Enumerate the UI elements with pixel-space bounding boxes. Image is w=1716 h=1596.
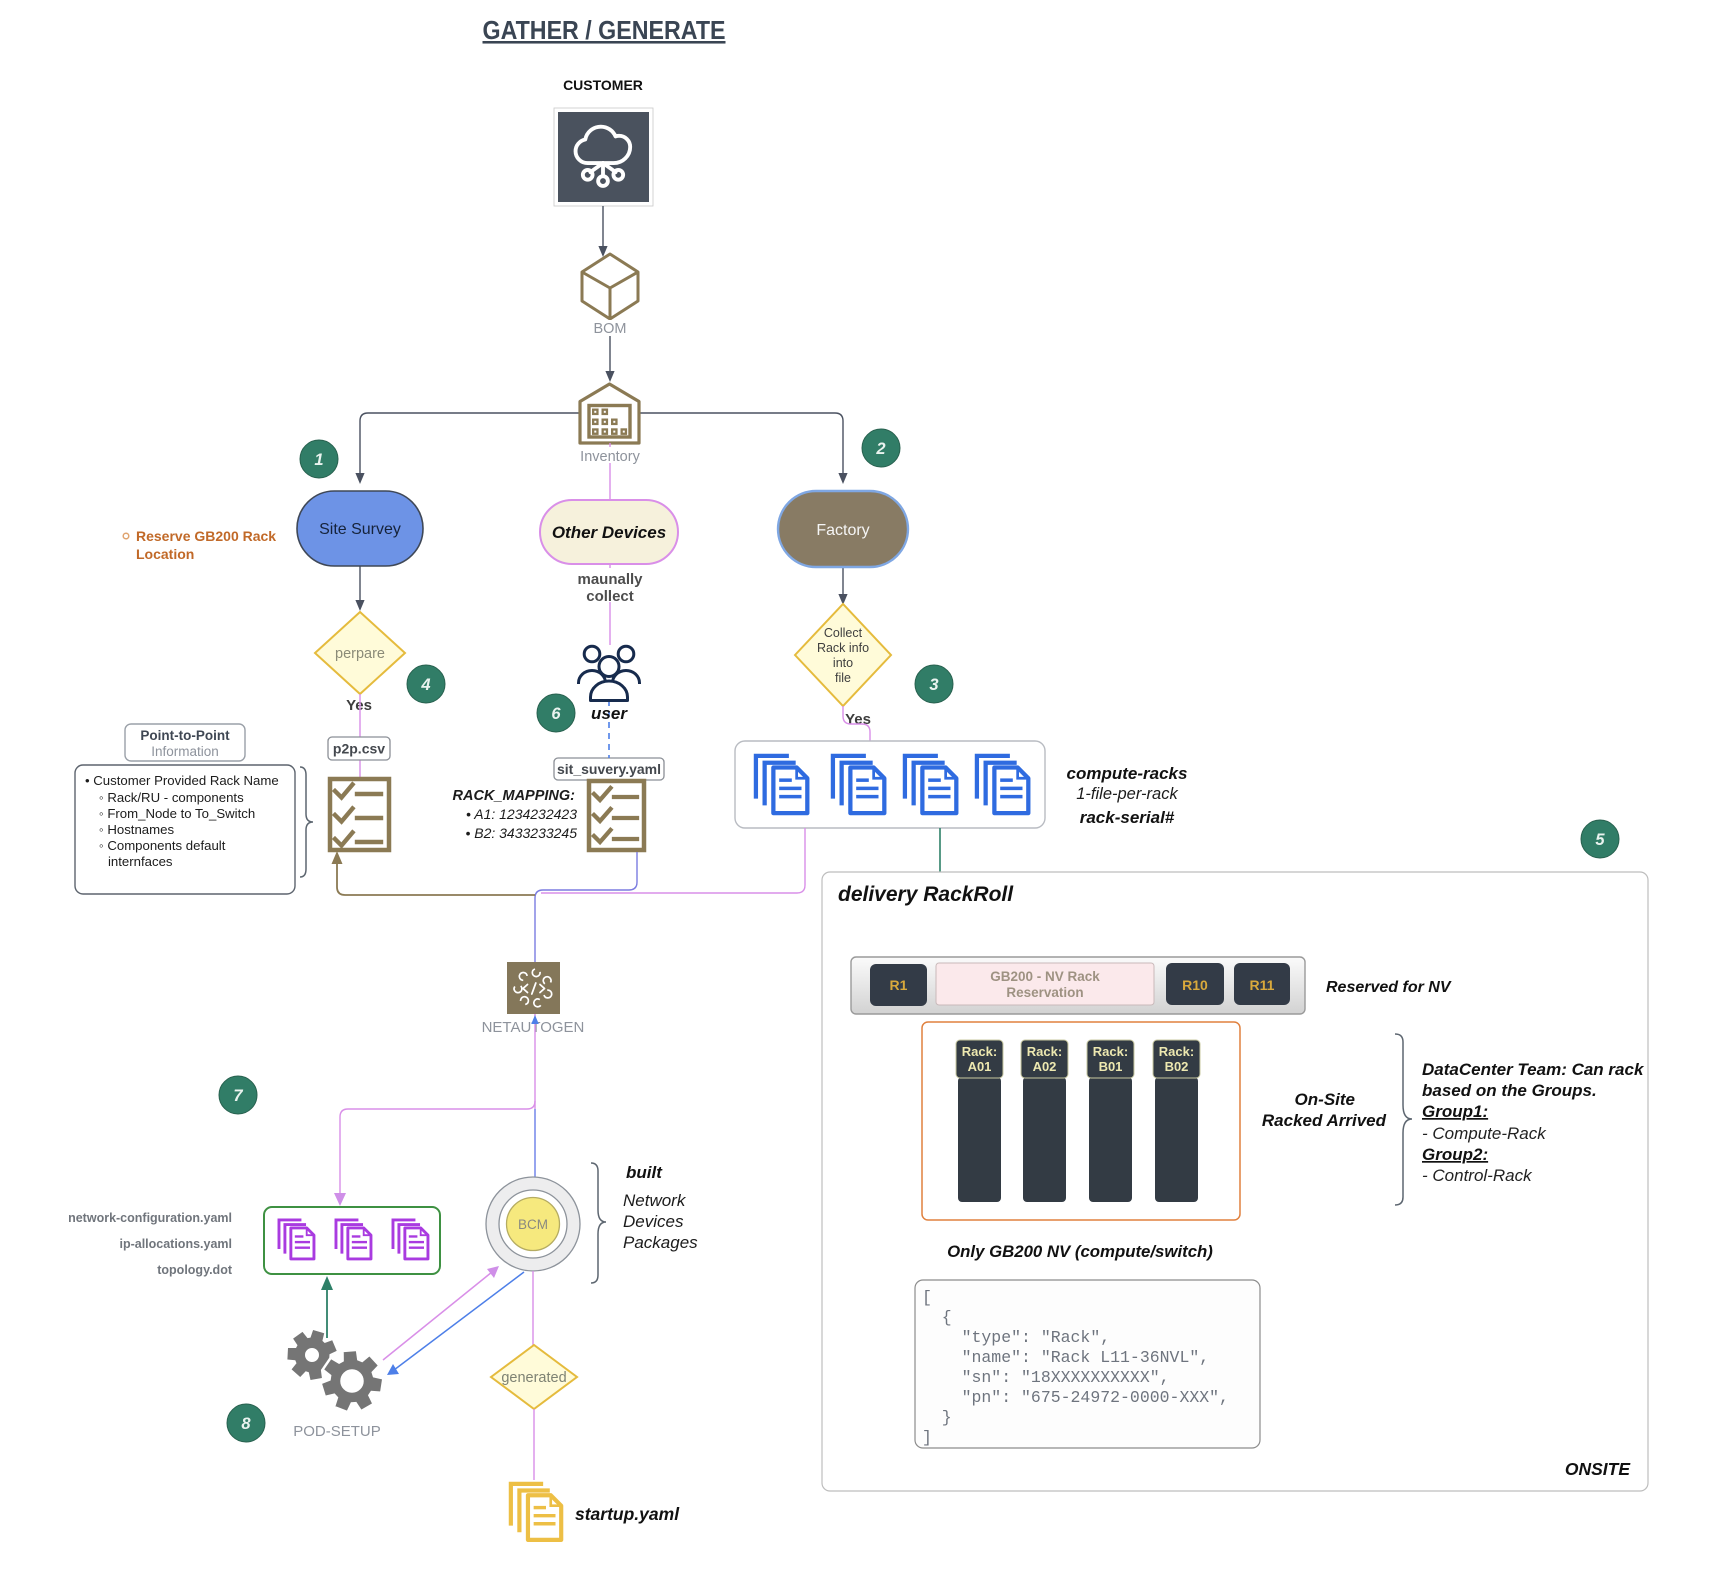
svg-text:"sn": "18XXXXXXXXXX",: "sn": "18XXXXXXXXXX",	[922, 1368, 1170, 1387]
svg-text:Collect: Collect	[824, 626, 863, 640]
svg-text:• Customer Provided Rack Name: • Customer Provided Rack Name	[85, 773, 279, 788]
svg-text:}: }	[922, 1408, 952, 1427]
svg-text:◦ Hostnames: ◦ Hostnames	[99, 822, 174, 837]
svg-text:generated: generated	[501, 1370, 566, 1386]
svg-text:rack-serial#: rack-serial#	[1080, 808, 1175, 827]
svg-text:On-Site: On-Site	[1295, 1090, 1355, 1109]
svg-text:Rack:: Rack:	[1093, 1044, 1128, 1059]
svg-text:Devices: Devices	[623, 1212, 684, 1231]
svg-text:ONSITE: ONSITE	[1565, 1459, 1631, 1479]
svg-text:Rack:: Rack:	[962, 1044, 997, 1059]
svg-text:Location: Location	[136, 546, 194, 562]
svg-text:ip-allocations.yaml: ip-allocations.yaml	[119, 1237, 232, 1251]
svg-text:Reserved for NV: Reserved for NV	[1326, 979, 1452, 996]
svg-text:POD-SETUP: POD-SETUP	[293, 1423, 381, 1440]
svg-text:Other Devices: Other Devices	[552, 523, 666, 542]
svg-text:Rack:: Rack:	[1027, 1044, 1062, 1059]
svg-text:topology.dot: topology.dot	[157, 1263, 233, 1277]
svg-text:- Compute-Rack: - Compute-Rack	[1422, 1124, 1547, 1143]
svg-text:internfaces: internfaces	[108, 854, 173, 869]
svg-text:Information: Information	[151, 744, 219, 759]
svg-text:R10: R10	[1182, 977, 1208, 993]
svg-text:Site Survey: Site Survey	[319, 521, 401, 538]
svg-text:Network: Network	[623, 1191, 687, 1210]
svg-text:- Control-Rack: - Control-Rack	[1422, 1166, 1533, 1185]
svg-text:maunally: maunally	[577, 571, 643, 588]
svg-text:]: ]	[922, 1428, 932, 1447]
svg-text:CUSTOMER: CUSTOMER	[563, 77, 643, 93]
svg-text:R1: R1	[890, 977, 908, 993]
svg-text:GB200 - NV Rack: GB200 - NV Rack	[990, 969, 1100, 984]
svg-text:Group1:: Group1:	[1422, 1102, 1488, 1121]
svg-text:"name": "Rack L11-36NVL",: "name": "Rack L11-36NVL",	[922, 1348, 1209, 1367]
svg-text:B01: B01	[1099, 1059, 1123, 1074]
svg-text:built: built	[626, 1163, 663, 1182]
svg-text:Rack info: Rack info	[817, 641, 869, 655]
svg-text:collect: collect	[586, 588, 634, 605]
svg-text:Reservation: Reservation	[1006, 985, 1083, 1000]
svg-text:Reserve GB200 Rack: Reserve GB200 Rack	[136, 528, 276, 544]
svg-text:3: 3	[929, 676, 938, 694]
svg-text:Rack:: Rack:	[1159, 1044, 1194, 1059]
svg-text:• A1: 1234232423: • A1: 1234232423	[466, 806, 577, 822]
svg-text:"type": "Rack",: "type": "Rack",	[922, 1328, 1110, 1347]
svg-text:RACK_MAPPING:: RACK_MAPPING:	[453, 788, 576, 804]
svg-text:NETAUTOGEN: NETAUTOGEN	[482, 1019, 585, 1036]
svg-text:◦ From_Node to To_Switch: ◦ From_Node to To_Switch	[99, 806, 255, 821]
svg-text:6: 6	[551, 705, 561, 723]
svg-text:startup.yaml: startup.yaml	[575, 1504, 680, 1524]
svg-text:into: into	[833, 656, 853, 670]
svg-text:• B2: 3433233245: • B2: 3433233245	[465, 825, 577, 841]
svg-text:A01: A01	[968, 1059, 992, 1074]
svg-text:BCM: BCM	[518, 1217, 548, 1232]
svg-text:based on the Groups.: based on the Groups.	[1422, 1081, 1597, 1100]
svg-text:◦ Rack/RU - components: ◦ Rack/RU - components	[99, 790, 244, 805]
svg-text:network-configuration.yaml: network-configuration.yaml	[68, 1211, 232, 1225]
svg-text:user: user	[591, 704, 628, 723]
svg-text:{: {	[922, 1308, 952, 1327]
svg-text:R11: R11	[1250, 977, 1275, 993]
svg-text:Racked Arrived: Racked Arrived	[1262, 1111, 1387, 1130]
svg-text:DataCenter Team: Can rack: DataCenter Team: Can rack	[1422, 1060, 1645, 1079]
svg-text:sit_suvery.yaml: sit_suvery.yaml	[557, 761, 661, 777]
svg-text:7: 7	[233, 1087, 243, 1105]
svg-text:file: file	[835, 671, 851, 685]
svg-text:1-file-per-rack: 1-file-per-rack	[1076, 785, 1178, 803]
svg-text:BOM: BOM	[593, 321, 626, 337]
svg-text:[: [	[922, 1288, 932, 1307]
svg-text:8: 8	[241, 1415, 251, 1433]
svg-text:compute-racks: compute-racks	[1067, 764, 1188, 783]
svg-text:"pn": "675-24972-0000-XXX",: "pn": "675-24972-0000-XXX",	[922, 1388, 1229, 1407]
svg-text:Group2:: Group2:	[1422, 1145, 1488, 1164]
svg-text:5: 5	[1595, 831, 1605, 849]
svg-text:A02: A02	[1033, 1059, 1057, 1074]
svg-text:◦ Components default: ◦ Components default	[99, 838, 226, 853]
svg-text:p2p.csv: p2p.csv	[333, 741, 385, 757]
svg-text:Only GB200 NV (compute/switch): Only GB200 NV (compute/switch)	[947, 1242, 1213, 1261]
svg-text:1: 1	[314, 451, 323, 469]
svg-text:Factory: Factory	[816, 522, 869, 539]
svg-text:GATHER / GENERATE: GATHER / GENERATE	[483, 17, 726, 45]
svg-text:perpare: perpare	[335, 646, 385, 662]
svg-text:2: 2	[875, 440, 885, 458]
svg-text:4: 4	[420, 676, 430, 694]
svg-text:Packages: Packages	[623, 1233, 698, 1252]
svg-text:Inventory: Inventory	[580, 449, 640, 465]
svg-text:Point-to-Point: Point-to-Point	[140, 728, 230, 743]
svg-text:B02: B02	[1165, 1059, 1189, 1074]
svg-text:delivery RackRoll: delivery RackRoll	[838, 883, 1014, 906]
svg-text:Yes: Yes	[346, 697, 372, 714]
